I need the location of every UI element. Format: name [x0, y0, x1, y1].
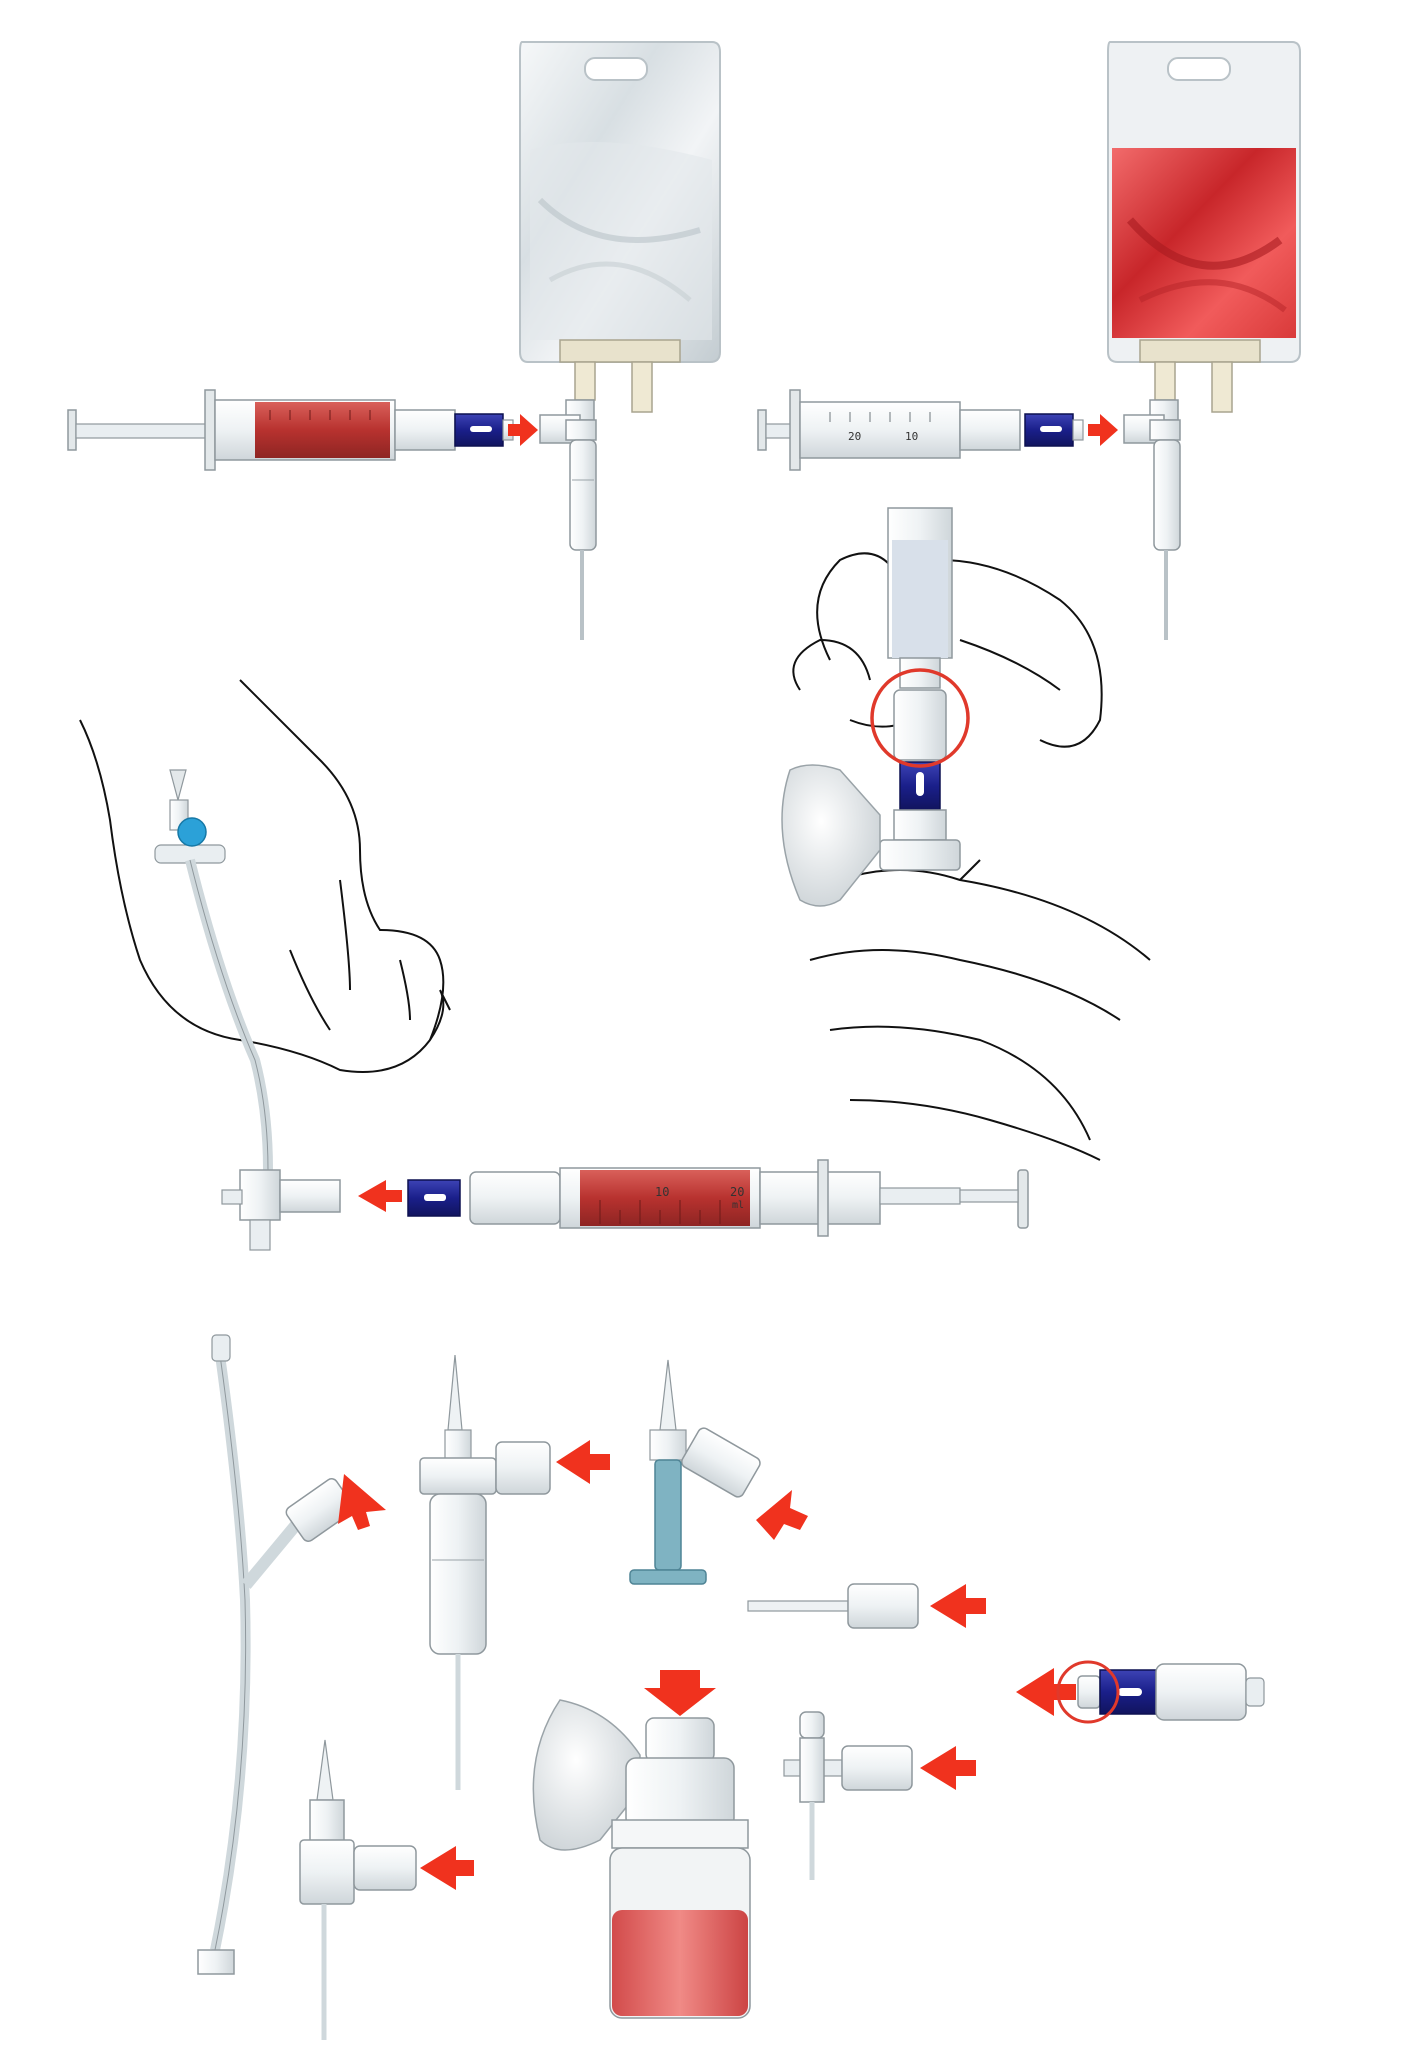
red-arrow-icon — [420, 1846, 474, 1890]
blue-connector-component — [1077, 1663, 1265, 1721]
scale-unit-ml: ml — [732, 1200, 744, 1211]
red-arrow-icon — [556, 1440, 610, 1484]
drip-chamber-spike — [539, 399, 597, 640]
scale-tick-10: 10 — [905, 430, 918, 443]
catheter-with-stopcock — [154, 769, 341, 1251]
red-arrow-icon — [920, 1746, 976, 1790]
blood-syringe-middle: 10 20 ml — [407, 1159, 1029, 1237]
drip-spike-component — [419, 1354, 551, 1790]
scale-tick-20: 20 — [848, 430, 861, 443]
spike-small-component — [299, 1739, 417, 2040]
clear-syringe-top: 20 10 — [757, 389, 1084, 471]
vial-with-adapter — [532, 1699, 751, 2019]
red-arrow-icon — [508, 414, 538, 446]
blood-syringe-top — [67, 389, 514, 471]
red-arrow-icon — [338, 1474, 386, 1530]
needle-connector-component — [747, 1583, 919, 1629]
red-arrow-icon — [644, 1670, 716, 1716]
red-circle-highlight-icon — [870, 668, 970, 768]
scale-tick-10-b: 10 — [655, 1185, 669, 1199]
red-arrow-icon — [930, 1584, 986, 1628]
red-circle-highlight-icon — [1056, 1660, 1120, 1724]
red-arrow-icon — [1016, 1668, 1076, 1716]
red-infusion-bag — [1107, 41, 1301, 413]
red-arrow-icon — [756, 1490, 808, 1540]
clear-infusion-bag — [519, 41, 721, 413]
vial-adapter-bowl — [781, 764, 881, 907]
hand-line-drawing-left — [79, 679, 451, 1073]
drip-chamber-spike-right — [1123, 399, 1181, 640]
stopcock-component — [783, 1711, 913, 1880]
hands-line-drawing-right — [792, 552, 1151, 1161]
red-arrow-icon — [1088, 414, 1118, 446]
scale-tick-20-b: 20 — [730, 1185, 744, 1199]
vented-spike-component — [629, 1359, 761, 1585]
red-arrow-icon — [358, 1180, 402, 1212]
clear-syringe-vertical — [879, 507, 961, 871]
y-extension-line — [197, 1334, 355, 1975]
